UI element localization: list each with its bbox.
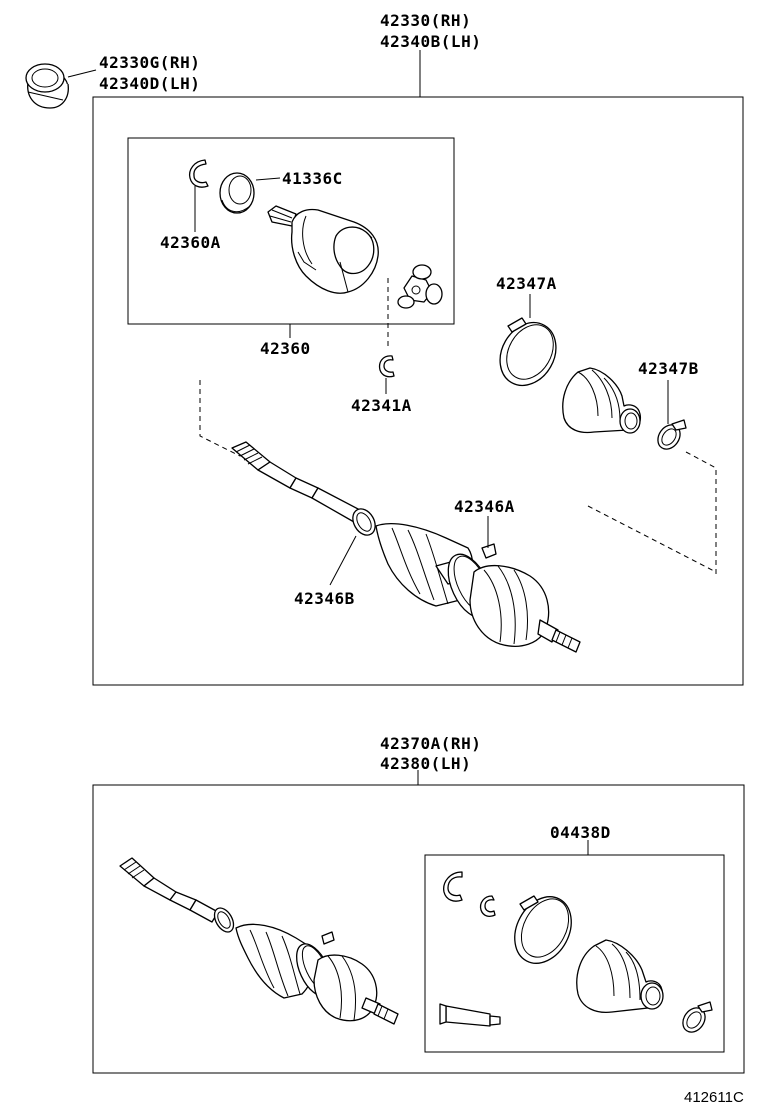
bearing-part <box>25 63 69 109</box>
outer-boot <box>562 367 642 434</box>
seal-41336c <box>219 172 255 214</box>
tripod-spider <box>397 264 443 309</box>
clamp-42347b-label: 42347B <box>638 359 699 378</box>
clamp-42347a <box>499 317 557 387</box>
kit-snap-ring-small <box>479 895 496 917</box>
kit-boot <box>576 939 664 1014</box>
clamp-42346b-label: 42346B <box>294 589 355 608</box>
bearing-label-lh: 42340D(LH) <box>99 74 200 93</box>
grease-tube <box>439 1003 501 1027</box>
kit-small-clamp <box>682 1001 713 1033</box>
bottom-assembly-label-rh: 42370A(RH) <box>380 734 481 753</box>
boot-kit-label: 04438D <box>550 823 611 842</box>
figure-reference: 412611C <box>684 1089 744 1106</box>
drive-shaft-top <box>231 441 581 653</box>
clamp-42347b <box>657 419 687 450</box>
bottom-assembly-frame <box>92 784 745 1074</box>
clamp-42346a-label: 42346A <box>454 497 515 516</box>
snap-ring-42360a <box>188 159 209 188</box>
boot-kit-frame <box>424 854 725 1053</box>
top-assembly-label-rh: 42330(RH) <box>380 11 471 30</box>
snap-ring-42360a-label: 42360A <box>160 233 221 252</box>
inboard-joint-frame <box>127 137 455 325</box>
drive-shaft-bottom <box>119 857 399 1025</box>
top-assembly-label-lh: 42340B(LH) <box>380 32 481 51</box>
seal-41336c-label: 41336C <box>282 169 343 188</box>
bearing-label-rh: 42330G(RH) <box>99 53 200 72</box>
kit-snap-ring-large <box>443 871 463 902</box>
snap-ring-42341a <box>378 355 395 378</box>
snap-ring-42341a-label: 42341A <box>351 396 412 415</box>
clamp-42347a-label: 42347A <box>496 274 557 293</box>
bottom-assembly-label-lh: 42380(LH) <box>380 754 471 773</box>
kit-boot-clamp <box>514 895 572 964</box>
inboard-joint-label: 42360 <box>260 339 311 358</box>
inboard-joint-housing <box>267 205 379 294</box>
bottom-assembly-group: 42370A(RH) 42380(LH) <box>92 734 745 1074</box>
top-assembly-group: 42330(RH) 42340B(LH) 42330G(RH) 42340D(L… <box>25 11 744 686</box>
top-assembly-frame <box>92 96 744 686</box>
